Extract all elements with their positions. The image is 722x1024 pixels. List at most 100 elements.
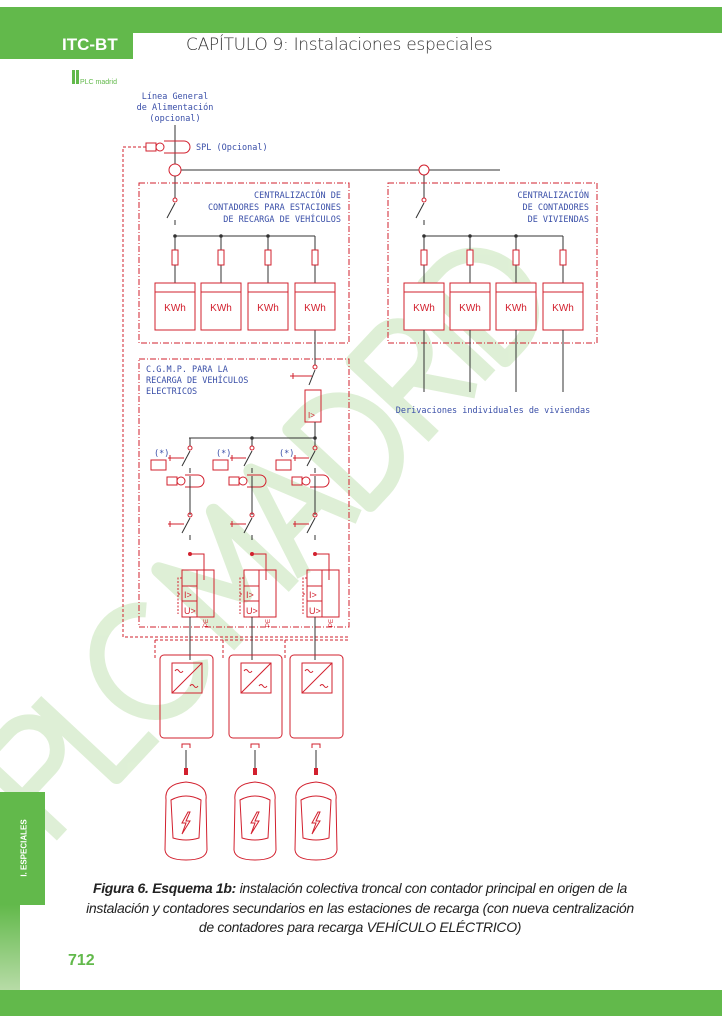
page-number: 712 — [68, 952, 95, 969]
lightning-icon — [311, 811, 321, 835]
footer-bar — [0, 990, 722, 1016]
charging-station-box — [289, 654, 344, 739]
logo: PLC madrid — [72, 70, 117, 86]
meter-label: KWh — [210, 303, 232, 314]
surge-protector-icon — [150, 459, 167, 471]
charging-station-box — [228, 654, 283, 739]
meter-label: KWh — [413, 303, 435, 314]
pe-label: PE — [204, 619, 210, 627]
connector-icon — [314, 768, 318, 775]
ev-meter-centralization-box — [138, 182, 350, 344]
ev-box-title-1: CENTRALIZACIÓN DE — [254, 189, 341, 201]
spl-device-icon — [145, 140, 191, 154]
derivaciones-label: Derivaciones individuales de viviendas — [396, 406, 590, 416]
pe-label: PE — [329, 619, 335, 627]
itc-code: ITC-BT 52 — [0, 33, 133, 78]
viv-box-title-2: DE CONTADORES — [522, 203, 589, 213]
fuse-icon — [420, 249, 428, 266]
sidebar-tab — [0, 792, 45, 905]
rcd-label-overcurrent: I> — [184, 590, 192, 600]
power-limiter-icon — [166, 476, 178, 486]
sidebar-fade — [0, 905, 20, 991]
meter-label: KWh — [257, 303, 279, 314]
meter-label: KWh — [505, 303, 527, 314]
dc-symbol-icon — [258, 684, 268, 688]
rcd-label-voltage: U> — [184, 606, 196, 616]
switch-icon — [181, 517, 191, 534]
switch-icon — [243, 450, 253, 467]
cgmp-box — [138, 358, 350, 628]
meter-label: KWh — [304, 303, 326, 314]
optional-mark: (*) — [154, 449, 169, 459]
charging-station-box — [159, 654, 214, 739]
switch-icon — [306, 517, 316, 534]
cgmp-title-1: C.G.M.P. PARA LA — [146, 365, 228, 375]
optional-mark: (*) — [216, 449, 231, 459]
optional-mark: (*) — [279, 449, 294, 459]
inverter-icon — [240, 662, 272, 694]
meter-kwh — [403, 282, 445, 331]
sidebar-label: I. ESPECIALES — [19, 819, 29, 877]
ac-symbol-icon — [304, 669, 314, 673]
fuse-icon — [311, 249, 319, 266]
fuse-icon — [217, 249, 225, 266]
plug-icon — [311, 743, 321, 748]
meter-label: KWh — [164, 303, 186, 314]
surge-protector-icon — [275, 459, 292, 471]
lga-label-2: de Alimentación — [137, 102, 214, 113]
electric-car-icon — [294, 781, 338, 861]
meter-label: KWh — [459, 303, 481, 314]
viv-box-title-3: DE VIVIENDAS — [528, 215, 589, 225]
switch-icon — [181, 450, 191, 467]
meter-kwh — [200, 282, 242, 331]
figure-caption: Figura 6. Esquema 1b: instalación colect… — [80, 879, 640, 938]
meter-kwh — [495, 282, 537, 331]
caption-title: Figura 6. Esquema 1b: — [92, 880, 237, 896]
lightning-icon — [250, 811, 260, 835]
switch-icon — [306, 450, 316, 467]
rcd-label-voltage: U> — [246, 606, 258, 616]
lga-label-1: Línea General — [142, 92, 209, 102]
ev-box-title-3: DE RECARGA DE VEHÍCULOS — [223, 213, 341, 225]
power-limiter-icon — [228, 476, 240, 486]
meter-kwh — [154, 282, 196, 331]
caption-text: instalación colectiva troncal con contad… — [86, 880, 634, 935]
switch-icon — [415, 202, 425, 219]
rcd-label-overcurrent: I> — [309, 590, 317, 600]
home-meter-centralization-box — [387, 182, 598, 344]
svg-text:PLC madrid: PLC madrid — [80, 79, 117, 86]
ev-box-title-2: CONTADORES PARA ESTACIONES — [208, 203, 341, 213]
viv-box-title-1: CENTRALIZACIÓN — [517, 189, 589, 201]
dc-symbol-icon — [319, 684, 329, 688]
fuse-icon — [512, 249, 520, 266]
inverter-icon — [301, 662, 333, 694]
feeder-rcd-label: I> — [308, 411, 315, 420]
ac-symbol-icon — [243, 669, 253, 673]
header-bar — [0, 7, 722, 33]
fuse-icon — [466, 249, 474, 266]
inverter-icon — [171, 662, 203, 694]
meter-kwh — [247, 282, 289, 331]
chapter-title: CAPÍTULO 9: Instalaciones especiales — [186, 35, 493, 55]
rcd-label-overcurrent: I> — [246, 590, 254, 600]
lightning-icon — [181, 811, 191, 835]
meter-kwh — [542, 282, 584, 331]
surge-protector-icon — [212, 459, 229, 471]
switch-icon — [243, 517, 253, 534]
electric-car-icon — [233, 781, 277, 861]
ac-symbol-icon — [174, 669, 184, 673]
pe-label: PE — [266, 619, 272, 627]
meter-label: KWh — [552, 303, 574, 314]
fuse-icon — [171, 249, 179, 266]
plug-icon — [181, 743, 191, 748]
dc-symbol-icon — [189, 684, 199, 688]
electric-car-icon — [164, 781, 208, 861]
cgmp-title-2: RECARGA DE VEHÍCULOS — [146, 374, 248, 386]
meter-kwh — [449, 282, 491, 331]
plug-icon — [250, 743, 260, 748]
connector-icon — [253, 768, 257, 775]
lga-label-3: (opcional) — [149, 114, 200, 124]
cgmp-title-3: ELECTRICOS — [146, 387, 197, 397]
fuse-icon — [264, 249, 272, 266]
